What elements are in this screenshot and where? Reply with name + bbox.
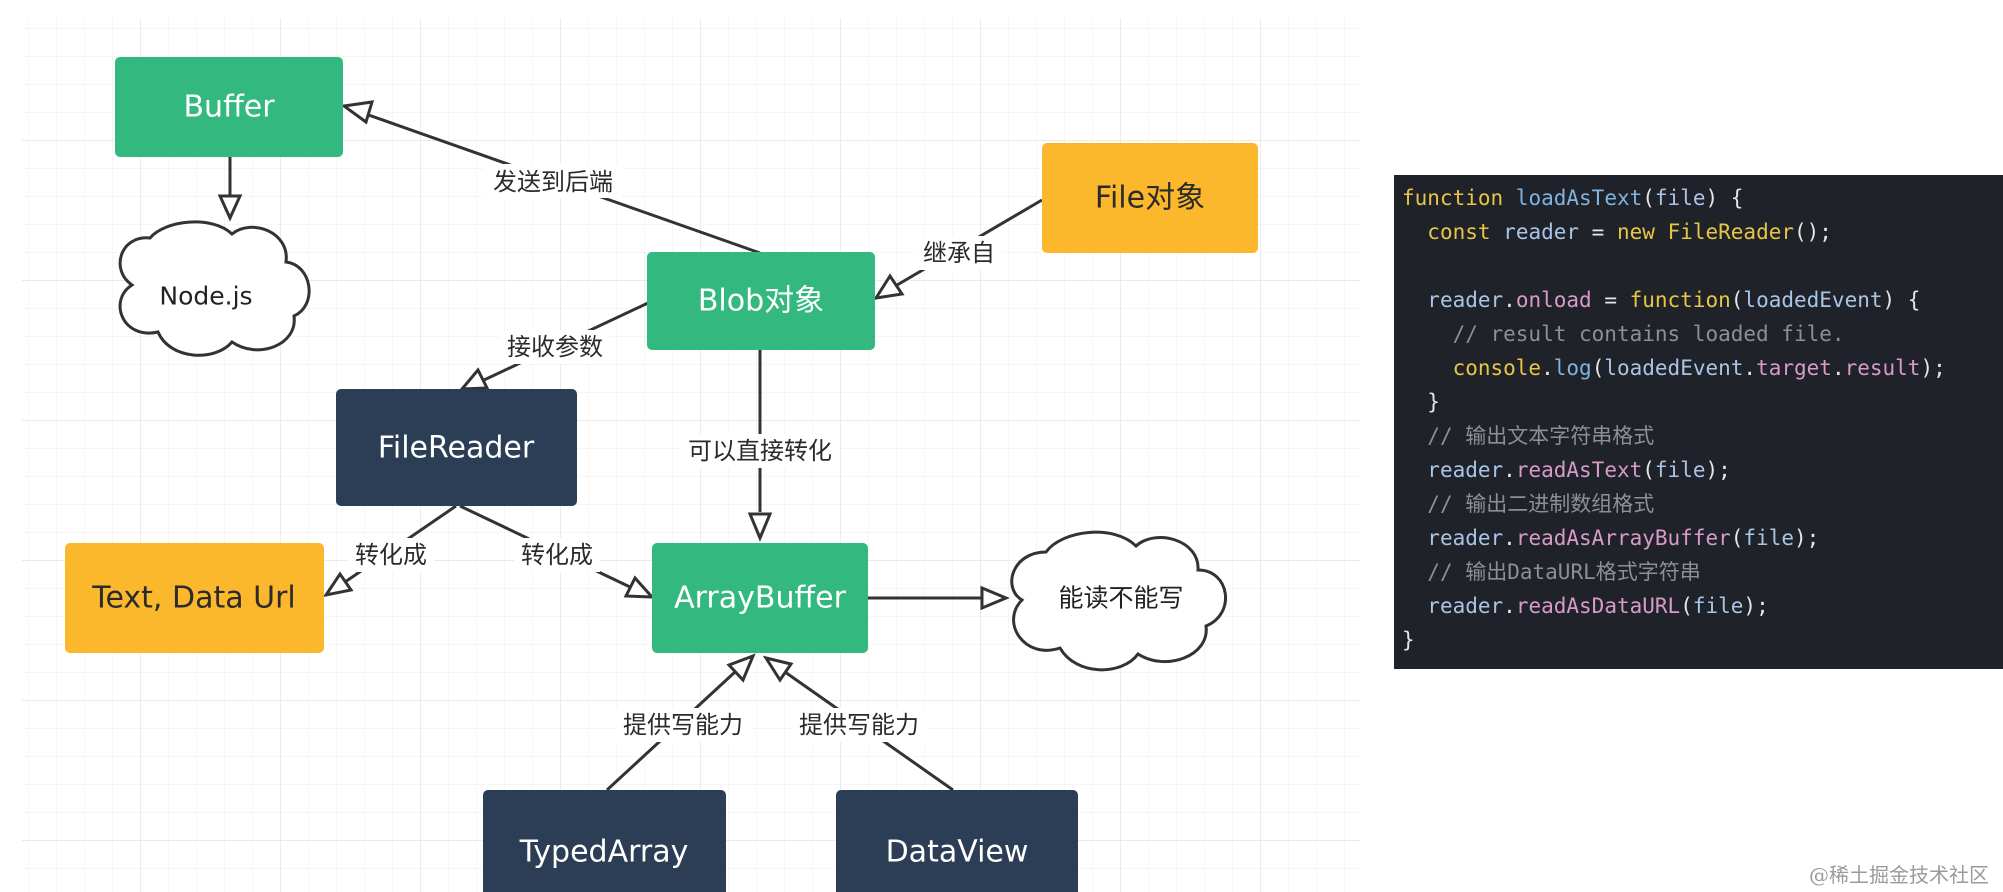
edge-arraybuffer-to-readonly — [868, 585, 1010, 611]
edge-blob-to-arraybuffer — [747, 350, 773, 542]
code-line: } — [1402, 390, 1440, 414]
edge-label-convert-direct: 可以直接转化 — [688, 437, 832, 465]
site-watermark: @稀土掘金技术社区 — [1809, 863, 1989, 887]
edge-label-receive-param: 接收参数 — [507, 333, 603, 361]
code-line: // result contains loaded file. — [1452, 322, 1845, 346]
svg-text:Buffer: Buffer — [183, 90, 275, 125]
edge-label-convert-to-arraybuffer: 转化成 — [521, 541, 593, 569]
code-line: // 输出二进制数组格式 — [1427, 492, 1655, 516]
edge-label-send-backend: 发送到后端 — [493, 168, 613, 196]
edge-label-convert-to-text: 转化成 — [355, 541, 427, 569]
code-line: reader.readAsArrayBuffer(file); — [1427, 526, 1820, 550]
code-line — [1402, 249, 2003, 283]
edge-labels: 发送到后端 继承自 接收参数 可以直接转化 转化成 转化成 提供写能力 提供写能… — [348, 164, 1002, 742]
node-nodejs-cloud: Node.js — [118, 220, 311, 357]
svg-text:Blob对象: Blob对象 — [698, 284, 824, 319]
svg-text:FileReader: FileReader — [378, 431, 535, 466]
svg-text:Text, Data Url: Text, Data Url — [91, 581, 296, 616]
code-line: function loadAsText(file) { — [1402, 186, 1744, 210]
code-line: reader.readAsText(file); — [1427, 458, 1731, 482]
node-arraybuffer: ArrayBuffer — [652, 543, 868, 653]
node-typedarray: TypedArray — [483, 790, 726, 892]
svg-text:能读不能写: 能读不能写 — [1058, 584, 1183, 613]
svg-text:File对象: File对象 — [1095, 181, 1205, 216]
node-buffer: Buffer — [115, 57, 343, 157]
code-line: console.log(loadedEvent.target.result); — [1452, 356, 1946, 380]
svg-text:DataView: DataView — [886, 835, 1029, 870]
code-line: reader.onload = function(loadedEvent) { — [1427, 288, 1921, 312]
code-line: const reader = new FileReader(); — [1427, 220, 1832, 244]
node-filereader: FileReader — [336, 389, 577, 506]
edge-buffer-to-nodejs — [217, 157, 243, 222]
node-text-dataurl: Text, Data Url — [65, 543, 324, 653]
edge-label-write-ability-dataview: 提供写能力 — [799, 711, 919, 739]
node-blob: Blob对象 — [647, 252, 875, 350]
svg-text:Node.js: Node.js — [159, 282, 252, 311]
node-file: File对象 — [1042, 143, 1258, 253]
svg-text:TypedArray: TypedArray — [519, 835, 689, 870]
blob-relationship-diagram: 发送到后端 继承自 接收参数 可以直接转化 转化成 转化成 提供写能力 提供写能… — [22, 18, 1360, 892]
node-readonly-cloud: 能读不能写 — [1010, 530, 1228, 672]
edge-label-inherits: 继承自 — [923, 239, 995, 267]
code-line: reader.readAsDataURL(file); — [1427, 594, 1769, 618]
code-line: // 输出DataURL格式字符串 — [1427, 560, 1701, 584]
code-snippet-panel: function loadAsText(file) { const reader… — [1394, 175, 2003, 669]
code-line: // 输出文本字符串格式 — [1427, 424, 1655, 448]
node-dataview: DataView — [836, 790, 1078, 892]
edge-label-write-ability-typedarray: 提供写能力 — [623, 711, 743, 739]
code-line: } — [1402, 628, 1415, 652]
svg-text:ArrayBuffer: ArrayBuffer — [674, 581, 847, 616]
